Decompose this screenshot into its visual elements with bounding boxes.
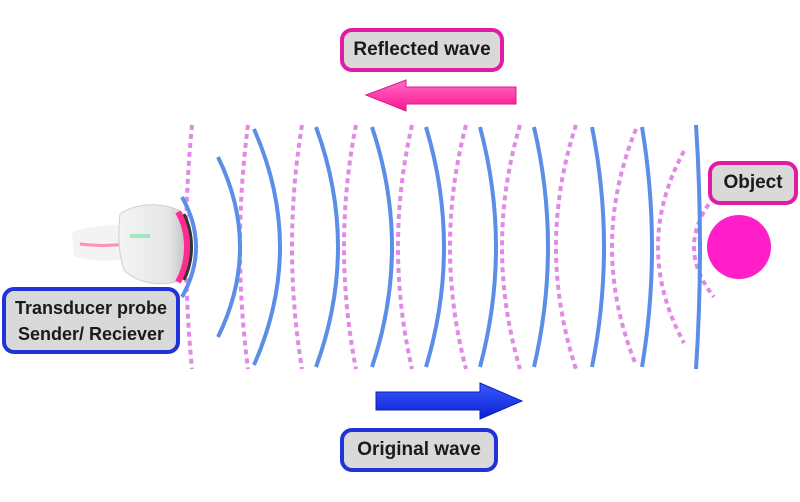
- original-wave-arc: [640, 126, 654, 368]
- reflected-wave-arc: [554, 124, 578, 370]
- original-wave-arc: [180, 196, 198, 298]
- original-wave-arc: [252, 128, 282, 366]
- reflected-wave-arc: [342, 124, 358, 370]
- reflected-wave-arc: [692, 195, 716, 299]
- reflected-wave-arc: [396, 124, 414, 370]
- transducer-label-line1: Transducer probe: [14, 298, 168, 318]
- reflected-wave-arc: [290, 124, 304, 370]
- original-wave-arc: [216, 156, 242, 338]
- reflected-wave-arc: [238, 124, 250, 370]
- original-wave-arc: [694, 124, 702, 370]
- original-wave-arc: [314, 126, 340, 368]
- reflected-wave-arc: [448, 124, 468, 370]
- object-label: Object: [708, 161, 798, 205]
- transducer-label-line2: Sender/ Reciever: [17, 324, 165, 344]
- reflected-wave-arrow: [364, 79, 517, 112]
- original-wave-arc: [532, 126, 550, 368]
- transducer-probe-label: Transducer probe Sender/ Reciever: [2, 287, 180, 354]
- reflected-wave-label: Reflected wave: [340, 28, 504, 72]
- object-circle-icon: [707, 215, 771, 279]
- original-wave-arrow: [375, 382, 524, 420]
- reflected-wave-arc: [610, 128, 638, 366]
- transducer-probe-icon: [72, 204, 193, 285]
- original-wave-arc: [424, 126, 446, 368]
- reflected-wave-arc: [656, 150, 686, 344]
- reflected-wave-arc: [184, 124, 194, 370]
- original-wave-arc: [370, 126, 394, 368]
- reflected-wave-arc: [500, 124, 522, 370]
- reflected-wave-arcs: [184, 124, 716, 370]
- original-wave-label: Original wave: [340, 428, 498, 472]
- original-wave-arc: [590, 126, 606, 368]
- original-wave-arc: [478, 126, 498, 368]
- original-wave-arcs: [180, 124, 702, 370]
